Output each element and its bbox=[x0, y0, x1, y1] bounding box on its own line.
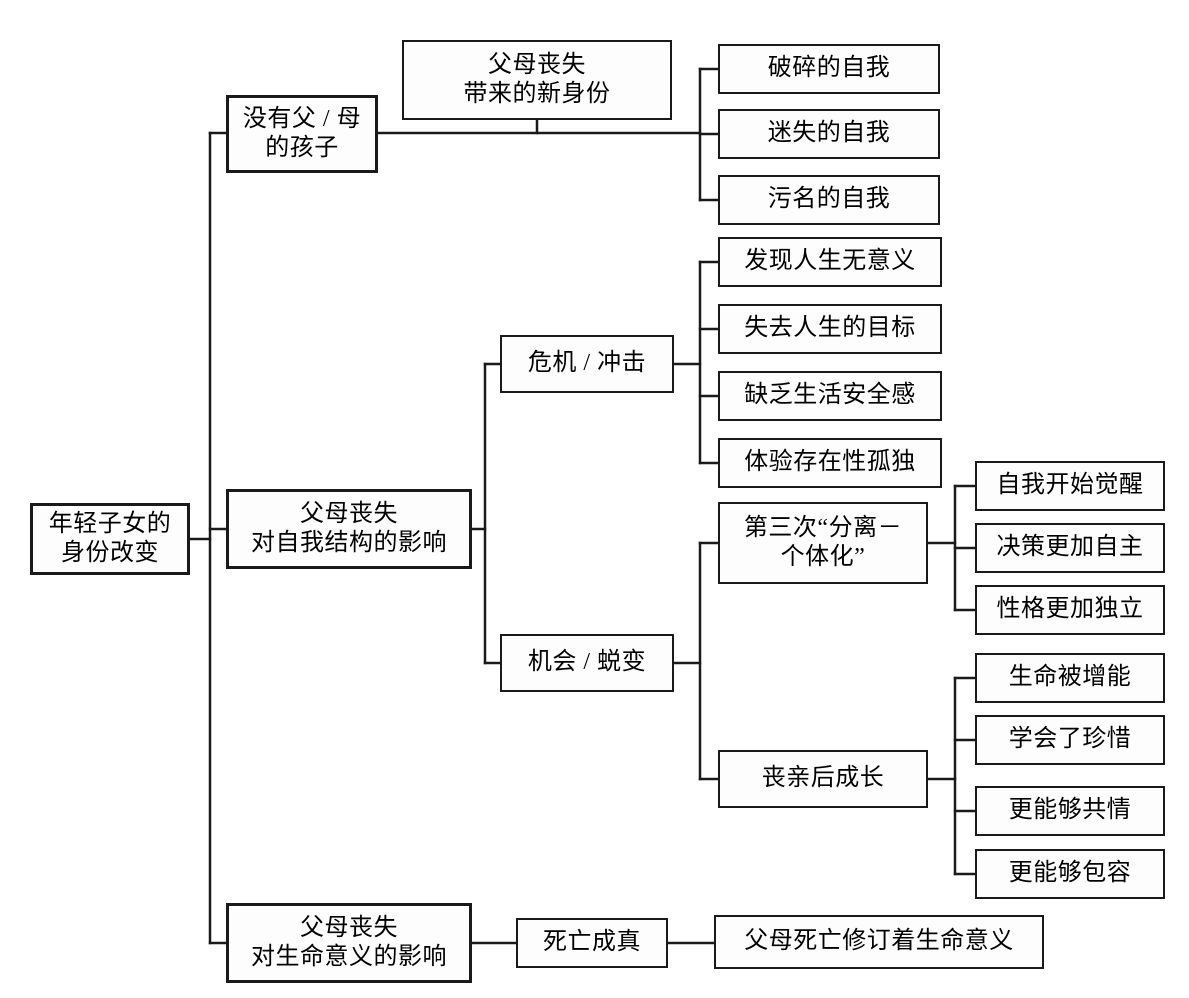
node-autonomous-decision[interactable]: 决策更加自主 bbox=[975, 523, 1165, 573]
node-life-empowered[interactable]: 生命被增能 bbox=[975, 653, 1165, 703]
node-parent-death-revises-meaning[interactable]: 父母死亡修订着生命意义 bbox=[714, 915, 1044, 969]
node-existential-loneliness[interactable]: 体验存在性孤独 bbox=[718, 438, 942, 488]
node-independent-personality[interactable]: 性格更加独立 bbox=[975, 585, 1165, 635]
node-branch-self-structure[interactable]: 父母丧失 对自我结构的影响 bbox=[226, 489, 472, 569]
node-third-separation-individuation[interactable]: 第三次“分离－ 个体化” bbox=[718, 502, 928, 584]
node-learned-to-cherish[interactable]: 学会了珍惜 bbox=[975, 715, 1165, 765]
node-lost-self[interactable]: 迷失的自我 bbox=[718, 109, 940, 159]
node-meaningless-life[interactable]: 发现人生无意义 bbox=[718, 237, 942, 287]
node-shattered-self[interactable]: 破碎的自我 bbox=[718, 44, 940, 94]
node-post-bereavement-growth[interactable]: 丧亲后成长 bbox=[718, 750, 928, 808]
node-lost-life-goal[interactable]: 失去人生的目标 bbox=[718, 304, 942, 354]
node-more-tolerance[interactable]: 更能够包容 bbox=[975, 849, 1165, 899]
node-branch-childless[interactable]: 没有父 / 母 的孩子 bbox=[226, 95, 378, 173]
node-lack-security[interactable]: 缺乏生活安全感 bbox=[718, 371, 942, 421]
node-opportunity-transformation[interactable]: 机会 / 蜕变 bbox=[500, 634, 674, 692]
node-more-empathy[interactable]: 更能够共情 bbox=[975, 786, 1165, 836]
node-stigmatized-self[interactable]: 污名的自我 bbox=[718, 175, 940, 225]
node-crisis-impact[interactable]: 危机 / 冲击 bbox=[500, 335, 674, 393]
node-new-identity[interactable]: 父母丧失 带来的新身份 bbox=[402, 40, 672, 120]
node-root[interactable]: 年轻子女的 身份改变 bbox=[30, 503, 190, 575]
node-branch-life-meaning[interactable]: 父母丧失 对生命意义的影响 bbox=[226, 903, 472, 983]
node-self-awakening[interactable]: 自我开始觉醒 bbox=[975, 461, 1165, 511]
node-death-becomes-real[interactable]: 死亡成真 bbox=[516, 918, 668, 968]
